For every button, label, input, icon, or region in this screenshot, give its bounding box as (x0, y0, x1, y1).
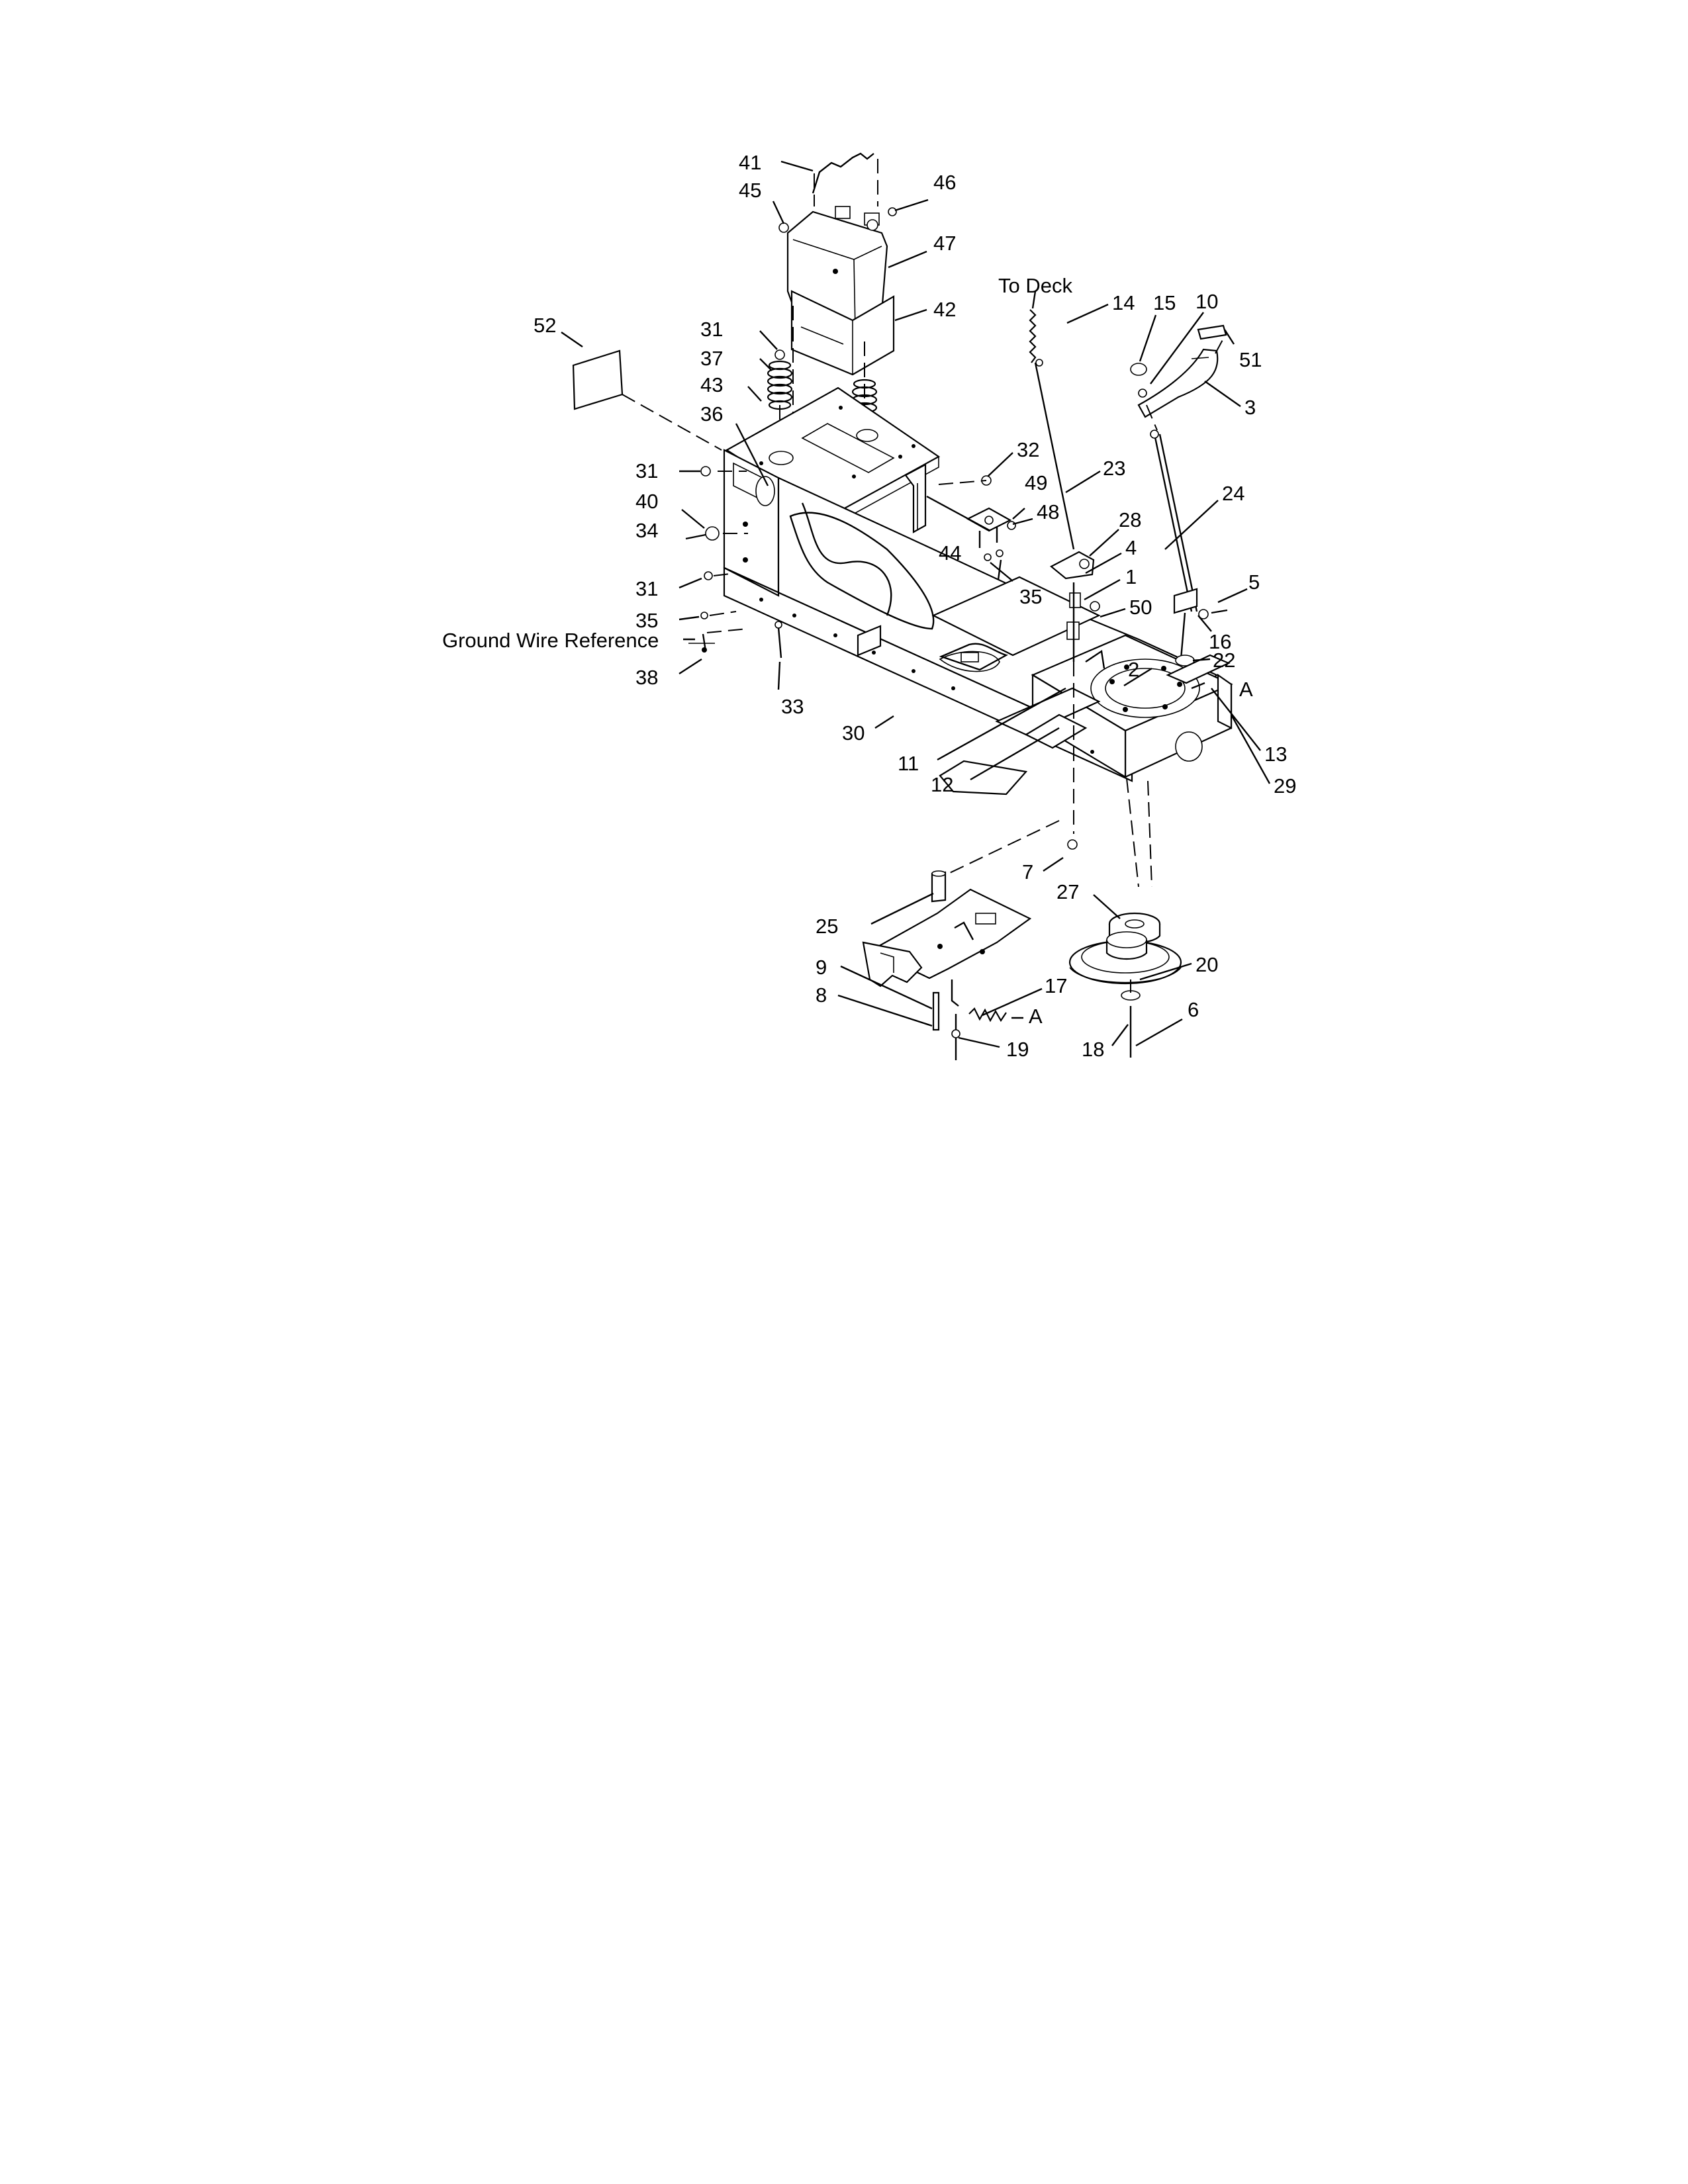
callout-35: 35 (1019, 585, 1042, 608)
pedal-part (939, 760, 1028, 796)
shift-plate-part (1166, 654, 1231, 684)
callout-42: 42 (933, 298, 956, 321)
callout-10: 10 (1196, 290, 1218, 313)
callout-40: 40 (635, 490, 658, 513)
lift-arm-part (1050, 551, 1095, 580)
spring-left-part (767, 349, 793, 410)
callout-23: 23 (1103, 457, 1125, 480)
deck-lift-linkage (1029, 291, 1105, 850)
nut-46-part (888, 207, 897, 216)
callout-34: 34 (635, 519, 658, 542)
callout-38: 38 (635, 666, 658, 689)
clevis-pin-part (1067, 839, 1078, 850)
callout-45: 45 (739, 179, 761, 202)
callout-51: 51 (1239, 348, 1262, 371)
shift-lever-assembly (1130, 324, 1231, 684)
callout-17: 17 (1045, 974, 1067, 997)
leader-lines (561, 160, 1271, 1048)
text-notes: To Deck Ground Wire Reference A A (442, 274, 1253, 1028)
main-frame (723, 449, 1233, 796)
callout-32: 32 (1017, 438, 1039, 461)
callout-7: 7 (1022, 860, 1033, 884)
callout-37: 37 (700, 347, 723, 370)
callout-43: 43 (700, 373, 723, 396)
callout-8: 8 (816, 983, 827, 1007)
callout-labels: 41 45 46 47 42 52 31 37 43 36 31 40 34 3… (534, 151, 1296, 1061)
callout-22: 22 (1213, 649, 1235, 672)
reference-a-upper: A (1239, 678, 1253, 701)
callout-46: 46 (933, 171, 956, 194)
decal-52 (572, 349, 722, 451)
shift-rod-part (1153, 433, 1193, 612)
callout-13: 13 (1264, 743, 1287, 766)
callout-48: 48 (1037, 500, 1059, 523)
ground-wire-reference-label: Ground Wire Reference (442, 629, 659, 652)
callout-4: 4 (1125, 536, 1137, 559)
callout-27: 27 (1056, 880, 1079, 903)
callout-44: 44 (939, 541, 961, 565)
callout-9: 9 (816, 956, 827, 979)
callout-52: 52 (534, 314, 556, 337)
callout-24: 24 (1222, 482, 1244, 505)
reference-a-lower: A (1029, 1005, 1043, 1028)
callout-15: 15 (1153, 291, 1176, 314)
callout-47: 47 (933, 232, 956, 255)
callout-1: 1 (1125, 565, 1137, 588)
callout-28: 28 (1119, 508, 1141, 531)
callout-5: 5 (1248, 570, 1260, 594)
callout-2: 2 (1128, 658, 1139, 681)
callout-3: 3 (1244, 396, 1256, 419)
callout-25: 25 (816, 915, 838, 938)
to-deck-label: To Deck (998, 274, 1072, 297)
deck-rod-part (1034, 362, 1075, 550)
callout-33: 33 (781, 695, 804, 718)
callout-19: 19 (1006, 1038, 1029, 1061)
callout-6: 6 (1188, 998, 1199, 1021)
pulley-assembly (1068, 778, 1182, 1058)
callout-50: 50 (1129, 596, 1152, 619)
callout-12: 12 (931, 773, 953, 796)
callout-41: 41 (739, 151, 761, 174)
callout-49: 49 (1025, 471, 1047, 494)
frame-mid-plate-part (931, 576, 1101, 657)
battery-assembly (778, 152, 897, 457)
callout-31: 31 (635, 459, 658, 482)
callout-16: 16 (1209, 630, 1231, 653)
callout-29: 29 (1274, 774, 1296, 797)
brake-bracket-assembly (862, 820, 1060, 1060)
battery-cable-part (812, 152, 874, 194)
callout-20: 20 (1196, 953, 1218, 976)
callout-36: 36 (700, 402, 723, 426)
callout-11: 11 (898, 752, 919, 775)
callout-31: 31 (635, 577, 658, 600)
callout-18: 18 (1082, 1038, 1104, 1061)
callout-14: 14 (1112, 291, 1135, 314)
support-bracket-part (904, 463, 927, 533)
callout-31: 31 (700, 318, 723, 341)
side-hardware (685, 466, 782, 659)
callout-35: 35 (635, 609, 658, 632)
callout-30: 30 (842, 721, 865, 745)
nut-45-part (778, 222, 789, 233)
